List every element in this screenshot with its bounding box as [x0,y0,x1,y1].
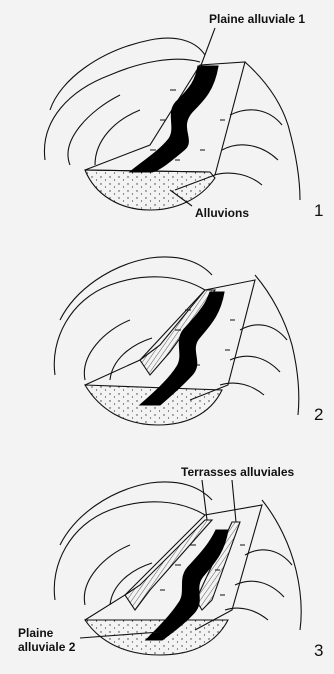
stage-3-diagram [54,480,301,655]
stage-2-hills-right [220,275,299,415]
label-alluvions: Alluvions [195,206,249,220]
label-terrasses-alluviales: Terrasses alluviales [181,465,294,479]
stage-3-terrasses-leader-right [232,480,236,522]
stage-1-alluvium-block [85,170,215,210]
stage-2-diagram [54,257,299,425]
label-plaine-alluviale-1: Plaine alluviale 1 [209,12,305,26]
label-plaine-alluviale-2-line2: alluviale 2 [18,640,75,654]
stage-1-river [130,66,218,172]
stage-3-hills-right [225,500,301,630]
stage-number-3: 3 [314,641,323,661]
stage-1-plaine-leader [200,28,215,68]
label-plaine-alluviale-2-line1: Plaine [18,626,53,640]
stage-number-1: 1 [314,201,323,221]
stage-number-2: 2 [314,405,323,425]
stage-1-diagram [44,28,300,210]
